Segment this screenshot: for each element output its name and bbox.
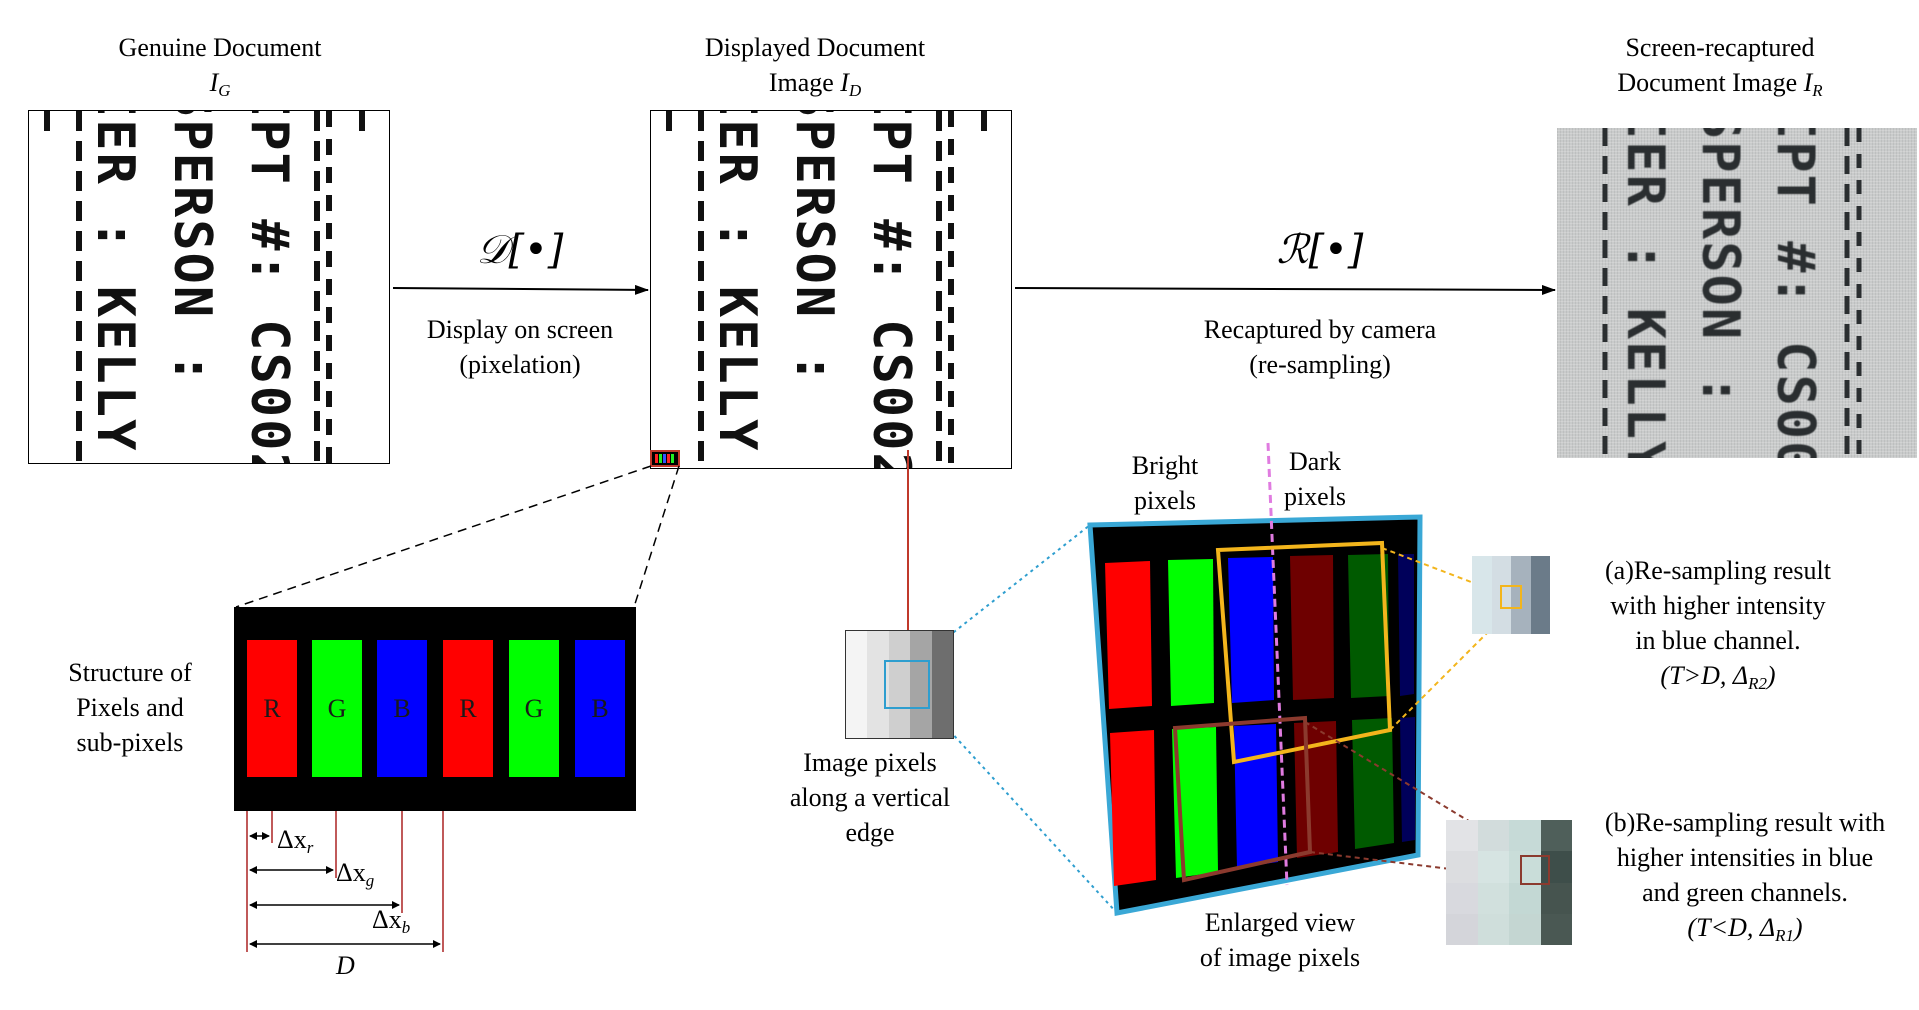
bright-pixels-label: Bright pixels	[1131, 451, 1199, 516]
subpixel-b1: B	[377, 640, 427, 777]
result-a-text: (a)Re-sampling result with higher intens…	[1605, 556, 1831, 694]
zoom-line-right	[633, 465, 680, 608]
display-arrow	[392, 284, 649, 295]
edge-pixels-patch	[845, 630, 954, 739]
receipt-dashed-borders	[666, 111, 987, 468]
bright-dark-divider	[1266, 442, 1289, 886]
receipt-dashed-borders	[1602, 128, 1862, 458]
receipt-dashed-borders	[44, 111, 365, 463]
subpixel-g2: G	[509, 640, 559, 777]
edge-pixels-caption: Image pixels along a vertical edge	[789, 748, 951, 848]
dx-b-label: Δxb	[372, 905, 411, 938]
subpixel-g1: G	[312, 640, 362, 777]
display-caption: Display on screen (pixelation)	[426, 315, 614, 380]
displayed-title: Displayed Document Image ID	[704, 33, 926, 101]
recaptured-title: Screen-recaptured Document Image IR	[1617, 33, 1823, 101]
result-a-highlight	[1500, 585, 1522, 609]
dx-r-label: Δxr	[277, 825, 314, 858]
genuine-document-image: IPT #: CS002 SPERSON : IER : KELLY	[28, 110, 390, 464]
zoom-line-left	[235, 465, 652, 608]
dark-pixels-label: Dark pixels	[1283, 447, 1347, 512]
pixel-structure-caption: Structure of Pixels and sub-pixels	[68, 658, 192, 758]
displayed-document-image: IPT #: CS002 SPERSON : IER : KELLY	[650, 110, 1012, 469]
subpixel-r2: R	[443, 640, 493, 777]
recapture-operator: ℛ[•]	[1276, 227, 1364, 273]
result-b-swatch	[1446, 820, 1572, 945]
genuine-title: Genuine Document IG	[118, 33, 322, 101]
edge-pixels-highlight	[884, 660, 930, 709]
measurement-arrows	[249, 832, 441, 948]
recaptured-document-image: IPT #: CS002 SPERSON : IER : KELLY	[1557, 128, 1917, 458]
leader-b	[1304, 721, 1526, 856]
leader-a2	[1389, 609, 1511, 731]
subpixel-b2: B	[575, 640, 625, 777]
recapture-caption: Recaptured by camera (re-sampling)	[1203, 315, 1437, 380]
recapture-arrow	[1014, 284, 1556, 295]
subpixel-r1: R	[247, 640, 297, 777]
enlarged-top-row	[1105, 554, 1414, 709]
result-b-text: (b)Re-sampling result with higher intens…	[1604, 808, 1886, 946]
result-b-highlight	[1520, 855, 1550, 885]
edge-zoom-line-bottom	[925, 704, 1118, 914]
display-operator: 𝒟[•]	[476, 227, 564, 273]
pixel-structure-panel	[234, 607, 636, 811]
dx-g-label: Δxg	[336, 858, 375, 891]
enlarged-view-caption: Enlarged view of image pixels	[1199, 908, 1361, 973]
period-d-label: D	[336, 951, 355, 980]
